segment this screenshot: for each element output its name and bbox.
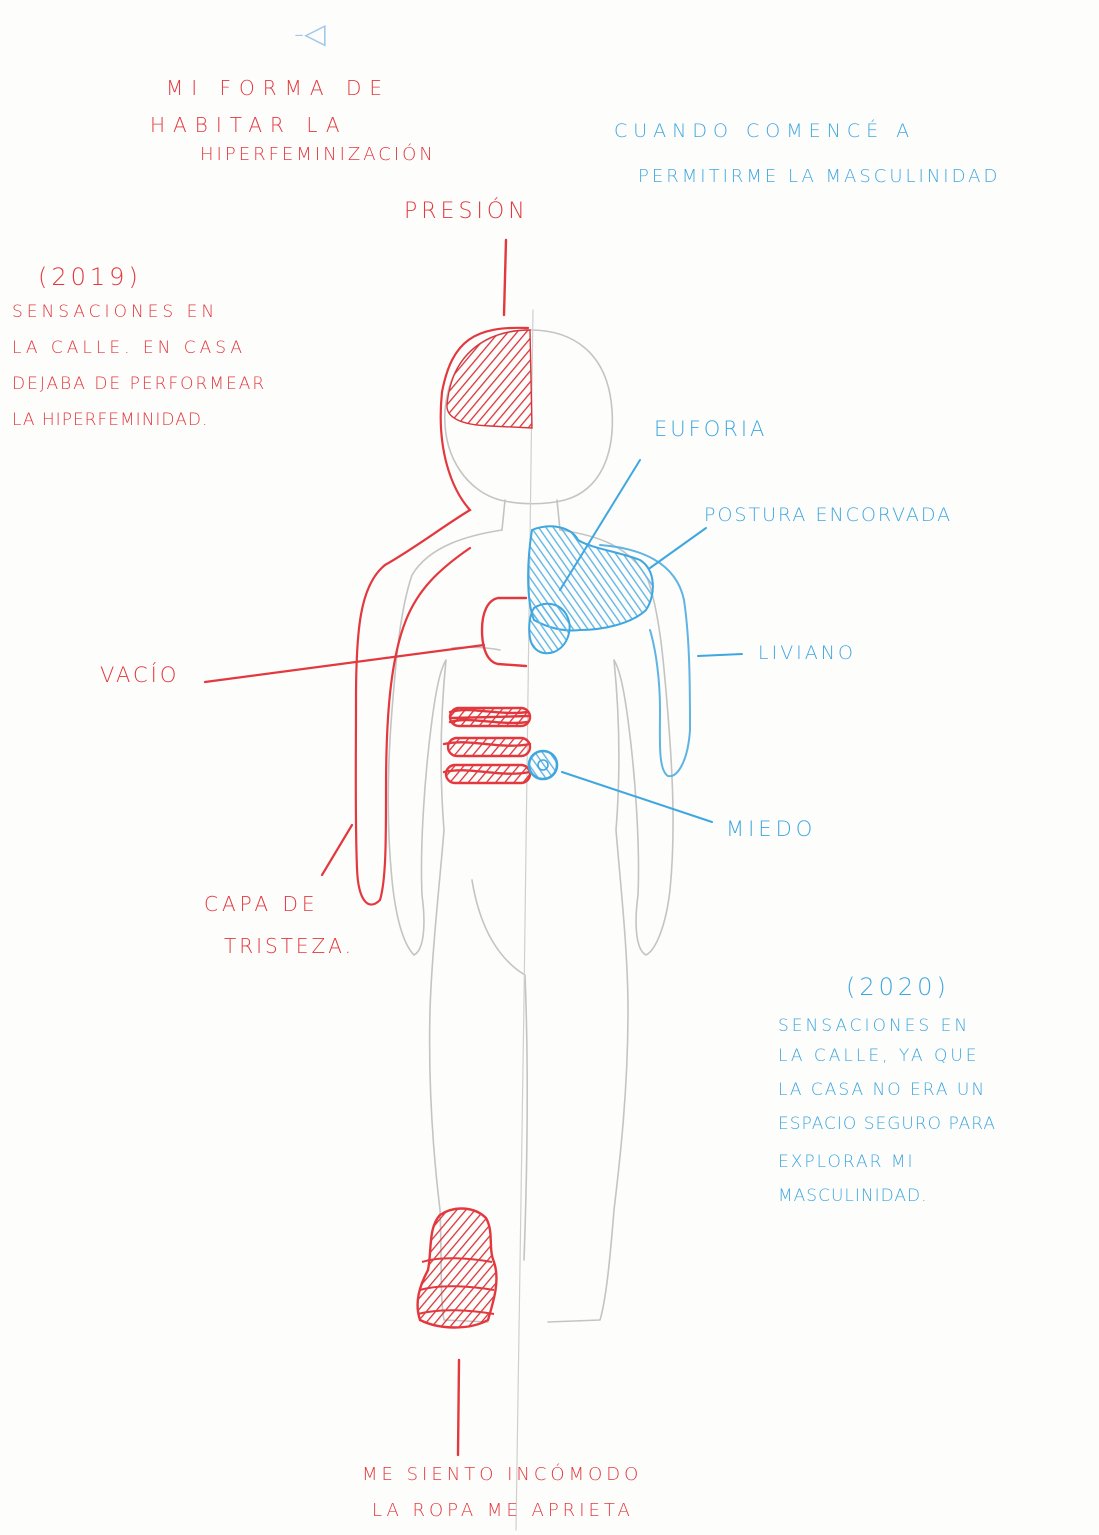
miedo-circle bbox=[529, 751, 557, 779]
blue-title-line: PERMITIRME LA MASCULINIDAD bbox=[638, 166, 1000, 189]
note-2020-line: EXPLORAR MI bbox=[778, 1152, 915, 1173]
stomach-bars bbox=[444, 708, 530, 783]
vacio-line bbox=[205, 645, 484, 682]
bottom-line-1: ME SIENTO INCÓMODO bbox=[362, 1464, 642, 1487]
capa-line bbox=[322, 825, 352, 875]
vacio-bracket bbox=[482, 598, 526, 666]
label-liviano: LIVIANO bbox=[758, 642, 856, 666]
red-annotations bbox=[205, 240, 532, 1455]
heart-scribble bbox=[529, 604, 569, 653]
capa-line-2: TRISTEZA. bbox=[224, 934, 354, 959]
bottom-line-2: LA ROPA ME APRIETA bbox=[372, 1500, 634, 1523]
note-2019-line: LA CALLE. EN CASA bbox=[12, 338, 246, 359]
pencil-center-line bbox=[516, 310, 533, 1530]
red-title-line: HIPERFEMINIZACIÓN bbox=[200, 144, 436, 167]
note-2020-line: MASCULINIDAD. bbox=[778, 1186, 928, 1207]
bottom-line bbox=[458, 1360, 459, 1455]
note-2020-year: (2020) bbox=[846, 972, 950, 1002]
note-2020-line: ESPACIO SEGURO PARA bbox=[778, 1114, 996, 1135]
note-2020-line: LA CASA NO ERA UN bbox=[778, 1080, 986, 1101]
red-head-hatch bbox=[447, 330, 532, 428]
pencil-body-outline bbox=[388, 310, 673, 1530]
corner-mark: -◁ bbox=[294, 16, 326, 51]
postura-line bbox=[650, 528, 706, 568]
note-2019-line: SENSACIONES EN bbox=[12, 302, 218, 323]
blue-title-line: CUANDO COMENCÉ A bbox=[614, 120, 915, 144]
liviano-line bbox=[698, 654, 742, 656]
label-presion: PRESIÓN bbox=[404, 198, 529, 226]
label-vacio: VACÍO bbox=[100, 662, 179, 688]
note-2019-line: LA HIPERFEMINIDAD. bbox=[12, 410, 208, 431]
note-2019-line: DEJABA DE PERFORMEAR bbox=[12, 374, 266, 395]
note-2019-year: (2019) bbox=[38, 262, 142, 292]
note-2020-line: LA CALLE, YA QUE bbox=[778, 1046, 980, 1067]
red-title-line: MI FORMA DE bbox=[166, 76, 390, 101]
presion-line bbox=[504, 240, 506, 315]
label-euforia: EUFORIA bbox=[654, 416, 767, 442]
note-2020-line: SENSACIONES EN bbox=[778, 1016, 970, 1037]
capa-line-1: CAPA DE bbox=[204, 892, 319, 917]
red-title-line: HABITAR LA bbox=[150, 113, 348, 138]
label-miedo: MIEDO bbox=[726, 816, 816, 842]
label-postura: POSTURA ENCORVADA bbox=[704, 504, 952, 528]
